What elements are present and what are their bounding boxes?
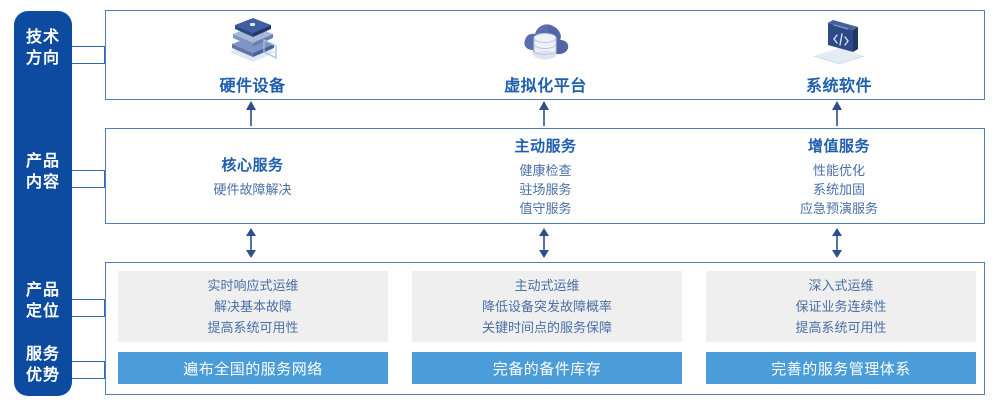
tech-column-virtualization[interactable]: 虚拟化平台 — [399, 11, 692, 99]
connector-vert — [104, 170, 105, 188]
positioning-line: 降低设备突发故障概率 — [481, 299, 612, 314]
rail-label-service-advantage: 服务 优势 — [14, 344, 72, 386]
product-item: 值守服务 — [519, 200, 572, 216]
tech-label-software: 系统软件 — [805, 78, 872, 95]
arrow-up-hardware — [244, 101, 258, 132]
laptop-code-icon — [808, 14, 870, 68]
product-column-valueadded[interactable]: 增值服务 性能优化 系统加固 应急预演服务 — [692, 129, 986, 223]
advantage-bar-label: 完善的服务管理体系 — [771, 360, 911, 378]
product-item: 性能优化 — [812, 162, 865, 178]
product-column-proactive[interactable]: 主动服务 健康检查 驻场服务 值守服务 — [399, 129, 692, 223]
server-stack-icon — [222, 14, 284, 68]
rail-label-line1: 产品 — [25, 282, 60, 299]
tech-column-hardware[interactable]: 硬件设备 — [106, 11, 399, 99]
arrow-double-proactive — [537, 228, 551, 263]
product-item: 应急预演服务 — [799, 200, 878, 216]
positioning-line: 提高系统可用性 — [795, 320, 887, 335]
positioning-line: 关键时间点的服务保障 — [481, 320, 612, 335]
positioning-line: 主动式运维 — [514, 278, 580, 293]
positioning-line: 保证业务连续性 — [795, 299, 887, 314]
advantage-bar-label: 遍布全国的服务网络 — [183, 360, 323, 378]
connector-line — [72, 316, 105, 317]
advantage-bar-spareparts[interactable]: 完备的备件库存 — [412, 352, 682, 384]
product-item: 硬件故障解决 — [213, 181, 292, 197]
arrow-double-core — [244, 228, 258, 263]
connector-vert — [104, 361, 105, 379]
rail-label-line1: 服务 — [25, 346, 60, 363]
positioning-line: 提高系统可用性 — [207, 320, 299, 335]
rail-label-product-content: 产品 内容 — [14, 151, 72, 193]
connector-vert — [104, 46, 105, 64]
positioning-line: 解决基本故障 — [213, 299, 292, 314]
technology-section-box: 硬件设备 — [105, 10, 985, 100]
product-content-section-box: 核心服务 硬件故障解决 主动服务 健康检查 驻场服务 值守服务 增值服务 性能优… — [105, 128, 985, 224]
product-item: 健康检查 — [519, 162, 572, 178]
advantage-bar-label: 完备的备件库存 — [492, 360, 602, 378]
product-item: 系统加固 — [812, 181, 865, 197]
cloud-database-icon — [515, 14, 577, 68]
positioning-card-proactive[interactable]: 主动式运维 降低设备突发故障概率 关键时间点的服务保障 — [412, 271, 682, 342]
rail-label-line2: 方向 — [25, 50, 60, 67]
advantage-bar-network[interactable]: 遍布全国的服务网络 — [118, 352, 388, 384]
arrow-up-software — [830, 101, 844, 132]
positioning-line: 实时响应式运维 — [207, 278, 299, 293]
tech-label-virtualization: 虚拟化平台 — [504, 78, 587, 95]
arrow-double-valueadded — [830, 228, 844, 263]
product-title-valueadded: 增值服务 — [807, 137, 870, 155]
connector-line — [72, 361, 105, 362]
rail-label-product-positioning: 产品 定位 — [14, 280, 72, 322]
product-title-core: 核心服务 — [221, 156, 284, 174]
product-column-core[interactable]: 核心服务 硬件故障解决 — [106, 129, 399, 223]
connector-line — [72, 170, 105, 171]
rail-label-line1: 产品 — [25, 153, 60, 170]
connector-line — [72, 46, 105, 47]
product-title-proactive: 主动服务 — [514, 137, 577, 155]
connector-line — [72, 187, 105, 188]
arrow-up-virtualization — [537, 101, 551, 132]
connector-line — [72, 299, 105, 300]
rail-label-tech-direction: 技术 方向 — [14, 27, 72, 69]
rail-label-line2: 优势 — [25, 367, 60, 384]
positioning-card-indepth[interactable]: 深入式运维 保证业务连续性 提高系统可用性 — [706, 271, 976, 342]
tech-label-hardware: 硬件设备 — [219, 78, 286, 95]
rail-label-line2: 内容 — [25, 174, 60, 191]
connector-vert — [104, 299, 105, 317]
connector-line — [72, 378, 105, 379]
rail-label-line2: 定位 — [25, 303, 60, 320]
rail-label-line1: 技术 — [25, 29, 60, 46]
positioning-line: 深入式运维 — [808, 278, 874, 293]
left-rail — [14, 11, 72, 396]
positioning-card-realtime[interactable]: 实时响应式运维 解决基本故障 提高系统可用性 — [118, 271, 388, 342]
advantage-bar-management[interactable]: 完善的服务管理体系 — [706, 352, 976, 384]
tech-column-software[interactable]: 系统软件 — [692, 11, 986, 99]
product-item: 驻场服务 — [519, 181, 572, 197]
connector-line — [72, 63, 105, 64]
